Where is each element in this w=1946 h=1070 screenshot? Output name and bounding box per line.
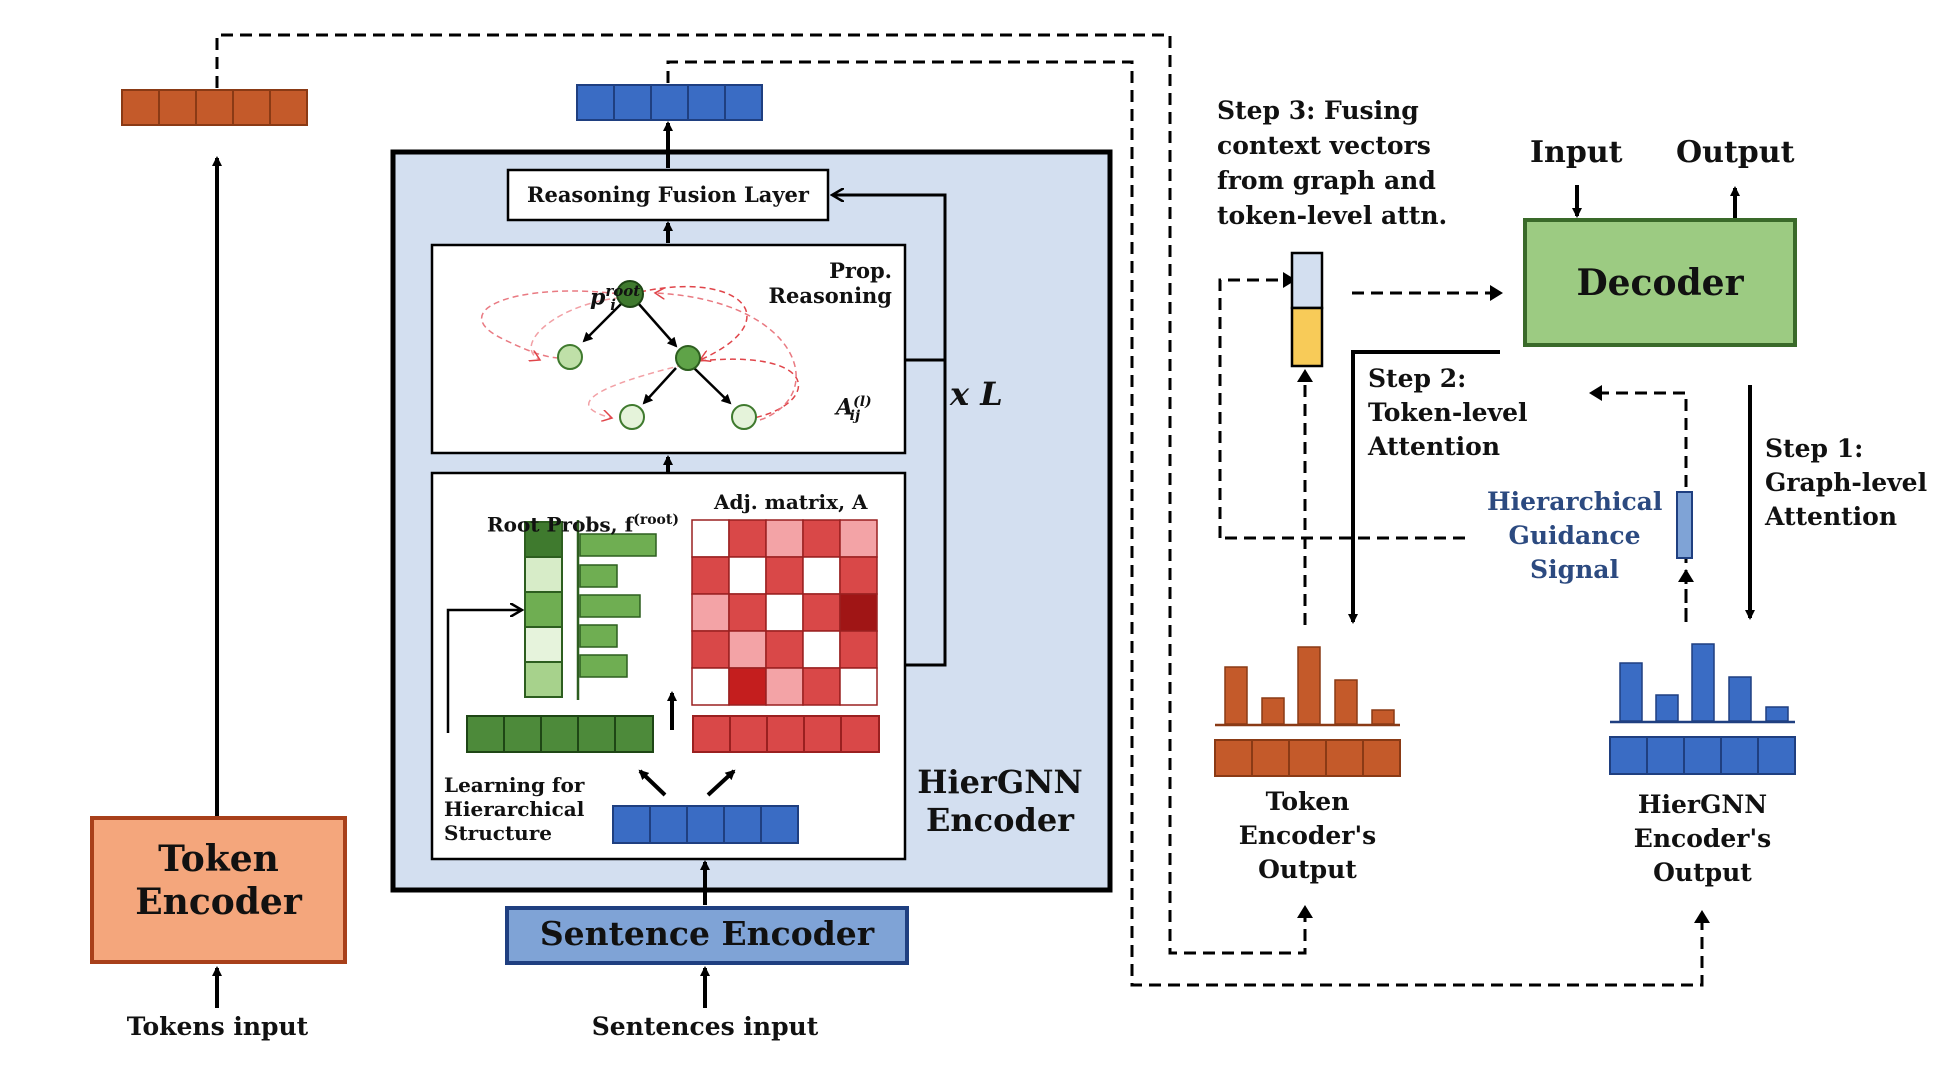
green-vector [466,715,654,753]
decoder-title: Decoder [1576,262,1744,304]
dashed-arrowheads [1283,272,1710,923]
red-attention-arcs [480,285,800,420]
prop-reasoning-label: Prop. Reasoning [768,258,892,309]
hiergnn-vector-top [576,84,763,121]
token-encoder-title: Token Encoder [135,838,302,924]
leaf-node-right [731,404,757,430]
child-node-left [557,344,583,370]
step3-label: Step 3: Fusing context vectors from grap… [1217,96,1448,230]
hiergnn-output-histogram [1619,643,1789,722]
hiergnn-output-vector [1609,736,1796,775]
hiergnn-column [390,84,1113,1008]
tree-edges [582,302,732,405]
hiergnn-output-label: HierGNN Encoder's Output [1633,790,1772,887]
sentence-encoder-title: Sentence Encoder [539,914,875,953]
learning-structure-label: Learning for Hierarchical Structure [444,773,585,845]
root-probs-column [524,521,563,698]
token-encoder-column [90,89,347,1008]
reasoning-fusion-layer [506,168,830,222]
prop-reasoning-box [430,243,907,455]
token-vector-top [121,89,308,126]
step1-label: Step 1: Graph-level Attention [1765,434,1928,531]
token-output-label: Token Encoder's Output [1238,787,1377,884]
token-attention-line [1348,350,1500,624]
decoder-box [1523,218,1797,347]
decoder-input-label: Input [1530,135,1623,170]
reasoning-fusion-label: Reasoning Fusion Layer [527,182,809,207]
decoder-output-label: Output [1676,135,1795,170]
leaf-node-left [619,404,645,430]
layer-loop-connector [832,195,947,667]
adjacency-symbol: A(l)ij [836,394,872,425]
repeat-label: x L [950,375,1003,413]
adjacency-matrix-label: Adj. matrix, A [714,490,868,514]
tokens-input-label: Tokens input [126,1012,309,1041]
step2-label: Step 2: Token-level Attention [1368,364,1528,461]
child-node-right [675,345,701,371]
root-probs-bars [579,533,657,678]
adjacency-matrix [691,519,878,706]
guidance-signal-vector [1676,491,1693,559]
guidance-signal-label: Hierarchical Guidance Signal [1487,487,1663,584]
dashed-connectors [215,33,1704,987]
root-probs-label: Root Probs, f(root) [487,512,679,537]
token-output-histogram [1224,646,1395,725]
root-node [616,280,644,308]
root-node-symbol: prooti [590,282,641,315]
red-vector [692,715,880,753]
fused-context-vector [1290,251,1324,368]
sentence-vector-inner [612,805,799,844]
token-output-vector [1214,739,1401,777]
sentence-encoder-box [505,906,909,965]
token-encoder-box [90,816,347,964]
hiergnn-encoder-title: HierGNN Encoder [917,763,1083,840]
sentences-input-label: Sentences input [591,1012,819,1041]
